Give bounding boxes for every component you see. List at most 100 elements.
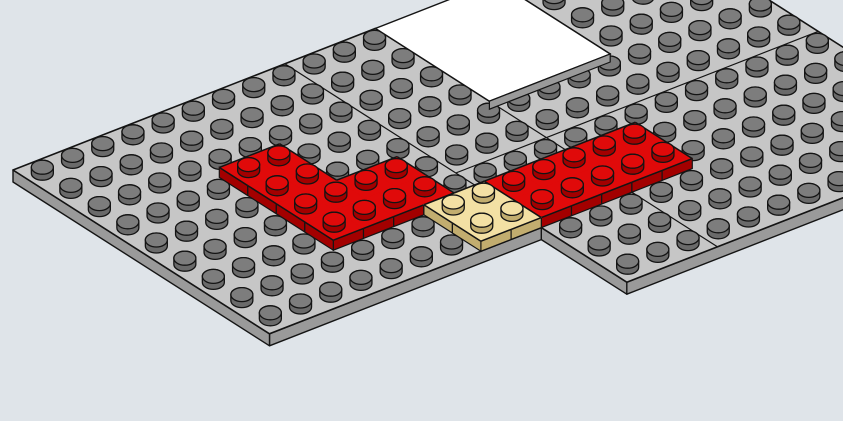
stud — [649, 212, 671, 232]
stud — [259, 306, 281, 326]
stud — [290, 294, 312, 314]
stud — [271, 96, 293, 116]
stud — [152, 113, 174, 133]
stud — [746, 57, 768, 77]
stud — [213, 89, 235, 109]
stud — [60, 178, 82, 198]
stud — [119, 185, 141, 205]
stud — [150, 143, 172, 163]
stud — [774, 75, 796, 95]
stud — [358, 120, 380, 140]
stud — [533, 160, 555, 180]
stud — [778, 15, 800, 35]
stud — [716, 69, 738, 89]
stud — [602, 0, 624, 16]
stud — [384, 189, 406, 209]
stud — [536, 110, 558, 130]
stud — [296, 164, 318, 184]
stud — [503, 171, 525, 191]
stud — [748, 27, 770, 47]
stud — [233, 258, 255, 278]
stud — [623, 124, 645, 144]
stud — [414, 177, 436, 197]
stud — [680, 171, 702, 191]
stud — [325, 182, 347, 202]
stud — [749, 0, 771, 17]
stud — [707, 219, 729, 239]
stud — [390, 79, 412, 99]
stud — [679, 201, 701, 221]
stud — [743, 117, 765, 137]
stud — [419, 97, 441, 117]
stud — [122, 125, 144, 145]
stud — [268, 146, 290, 166]
stud — [231, 288, 253, 308]
stud — [560, 218, 582, 238]
stud — [353, 200, 375, 220]
stud — [590, 206, 612, 226]
stud — [234, 228, 256, 248]
stud — [145, 233, 167, 253]
stud — [243, 78, 265, 98]
stud — [741, 147, 763, 167]
stud — [321, 252, 343, 272]
stud — [320, 282, 342, 302]
stud — [149, 173, 171, 193]
stud — [711, 159, 733, 179]
stud — [385, 159, 407, 179]
stud — [773, 105, 795, 125]
stud — [806, 33, 828, 53]
stud — [714, 99, 736, 119]
stud — [531, 190, 553, 210]
stud — [660, 2, 682, 22]
stud — [211, 119, 233, 139]
stud — [769, 165, 791, 185]
stud — [712, 129, 734, 149]
stud — [620, 194, 642, 214]
stud — [501, 201, 523, 221]
stud — [410, 247, 432, 267]
stud — [120, 155, 142, 175]
stud — [62, 148, 84, 168]
stud — [472, 183, 494, 203]
stud — [92, 137, 114, 157]
stud — [174, 251, 196, 271]
stud — [830, 142, 843, 162]
stud — [717, 39, 739, 59]
stud — [650, 182, 672, 202]
stud — [181, 131, 203, 151]
stud — [687, 51, 709, 71]
stud — [179, 161, 201, 181]
stud — [803, 93, 825, 113]
stud — [744, 87, 766, 107]
stud — [476, 133, 498, 153]
stud — [442, 195, 464, 215]
stud — [625, 104, 647, 124]
stud — [600, 26, 622, 46]
stud — [447, 115, 469, 135]
stud — [273, 66, 295, 86]
stud — [31, 160, 53, 180]
stud — [382, 229, 404, 249]
stud — [592, 166, 614, 186]
stud — [300, 114, 322, 134]
stud — [686, 81, 708, 101]
stud — [182, 101, 204, 121]
stud — [739, 177, 761, 197]
stud — [657, 62, 679, 82]
stud — [691, 0, 713, 11]
stud — [684, 111, 706, 131]
stud — [261, 276, 283, 296]
stud — [238, 158, 260, 178]
stud — [301, 84, 323, 104]
stud — [417, 127, 439, 147]
stud — [689, 21, 711, 41]
stud — [291, 264, 313, 284]
stud — [647, 242, 669, 262]
stud — [266, 176, 288, 196]
stud — [801, 123, 823, 143]
stud — [295, 194, 317, 214]
stud — [270, 126, 292, 146]
stud — [563, 148, 585, 168]
